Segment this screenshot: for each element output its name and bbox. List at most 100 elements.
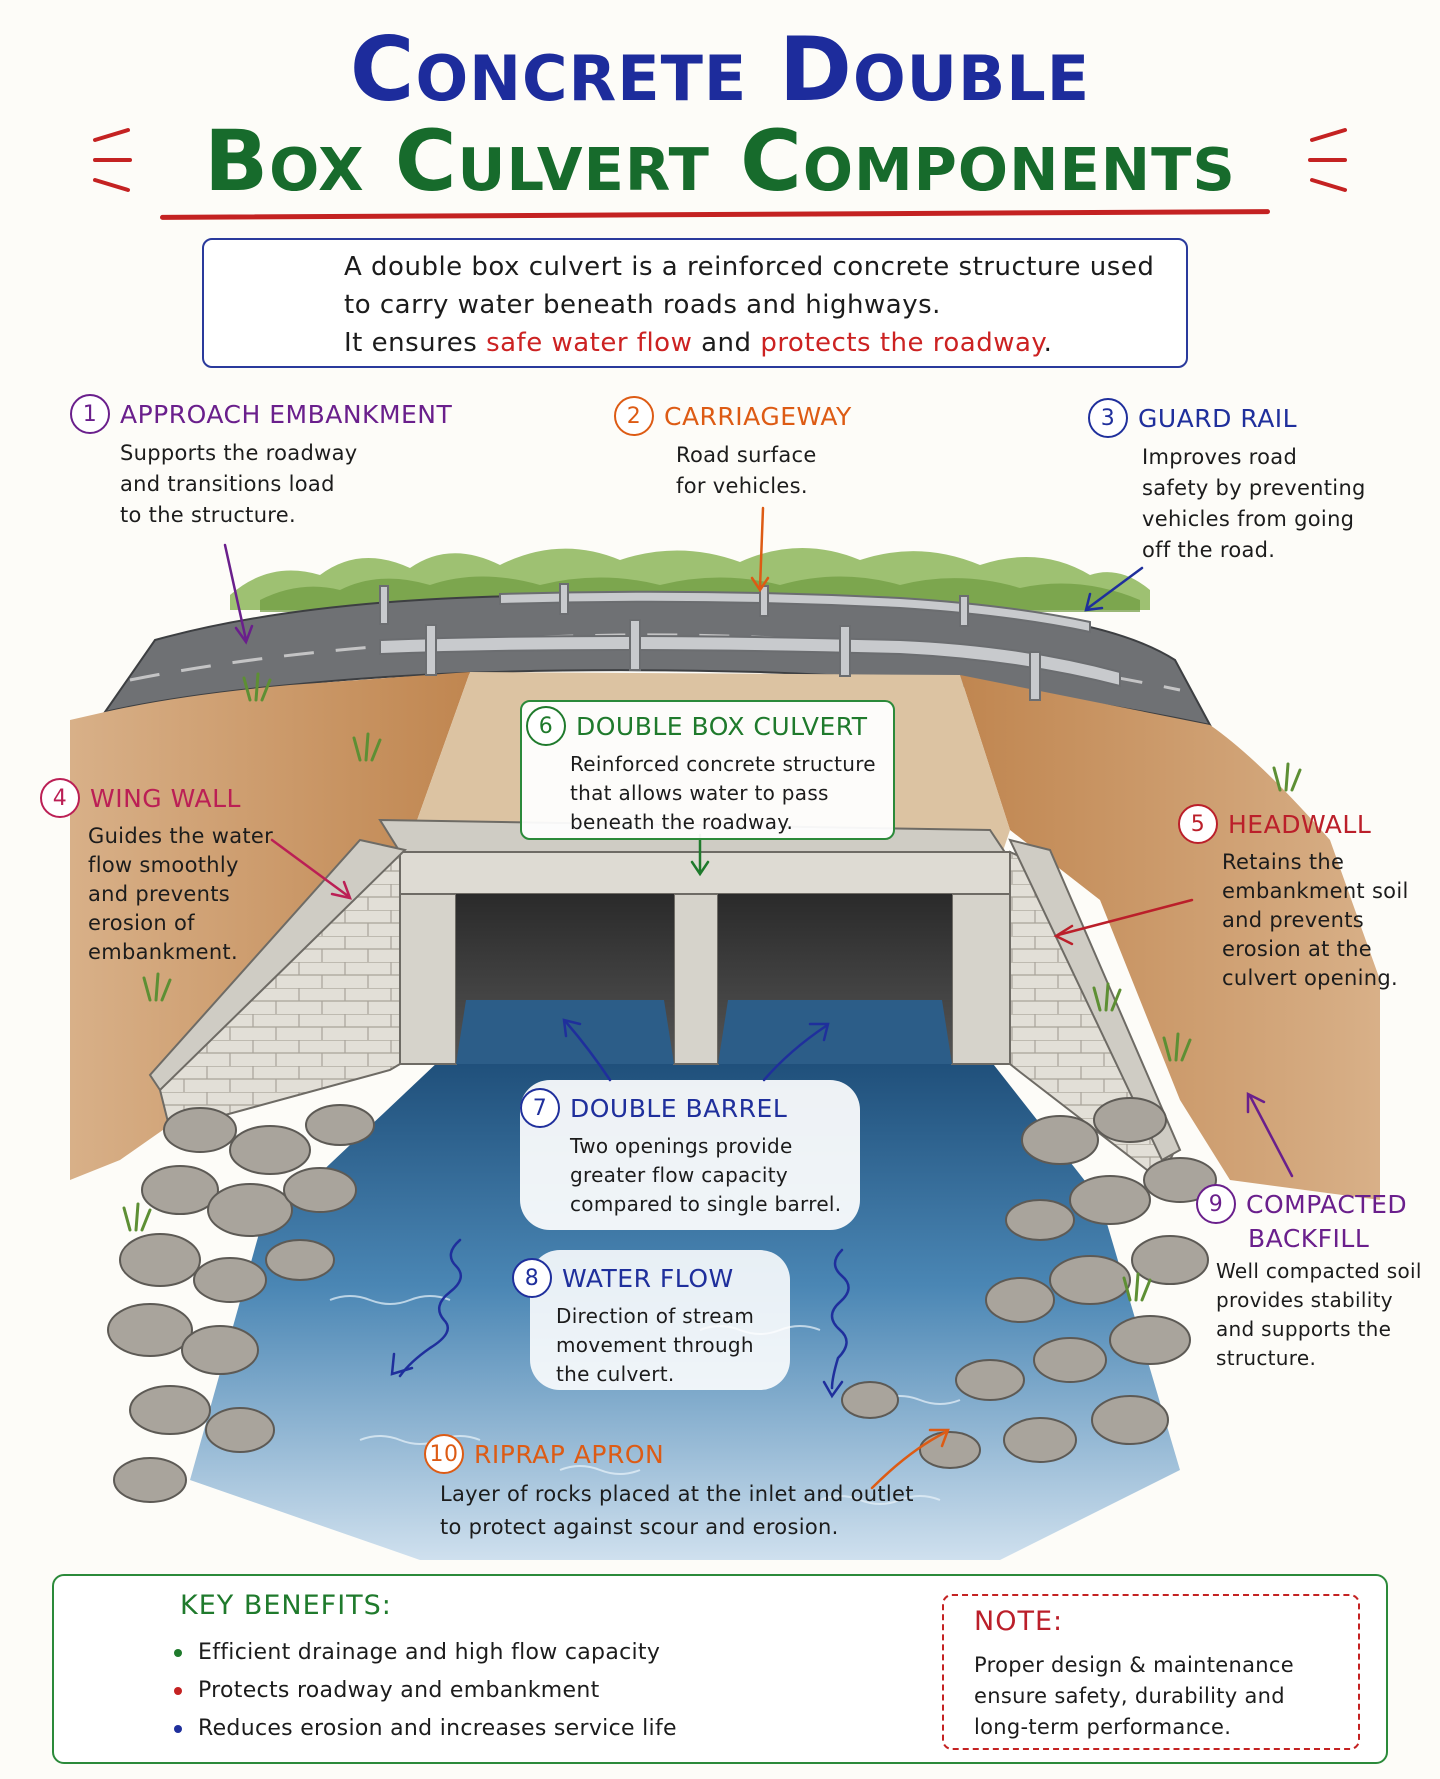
grass-tufts <box>122 672 1302 1302</box>
key-benefits-panel: KEY BENEFITS: Efficient drainage and hig… <box>52 1574 1388 1764</box>
callout-double-box-culvert <box>520 700 895 840</box>
intro-line3-suffix: . <box>1043 328 1053 358</box>
label-water-flow: 8 WATER FLOW Direction of stream movement… <box>512 1258 754 1389</box>
label-desc-line: Layer of rocks placed at the inlet and o… <box>440 1482 914 1506</box>
page-title-line1: Concrete Double <box>349 18 1091 121</box>
note-line: Proper design & maintenance <box>974 1653 1294 1677</box>
label-desc-line: Reinforced concrete structure <box>570 752 876 776</box>
label-desc-line: Well compacted soil <box>1216 1259 1422 1283</box>
label-desc-line: the culvert. <box>556 1362 675 1386</box>
arrow-carriageway <box>758 506 765 590</box>
label-desc-line: to the structure. <box>120 503 296 527</box>
label-title: HEADWALL <box>1228 809 1372 839</box>
label-desc-line: and supports the <box>1216 1317 1392 1341</box>
benefit-text: Efficient drainage and high flow capacit… <box>198 1640 661 1665</box>
label-desc-line: Direction of stream <box>556 1304 755 1328</box>
label-desc-line: flow smoothly <box>88 853 239 877</box>
arrow-riprap-apron <box>870 1430 948 1490</box>
label-title: COMPACTED <box>1246 1189 1408 1219</box>
label-wing-wall: 4 WING WALL Guides the water flow smoothl… <box>40 778 273 967</box>
intro-highlight-protects-roadway: protects the roadway <box>760 328 1044 358</box>
intro-line-3: It ensures safe water flow and protects … <box>344 324 1174 362</box>
label-title: DOUBLE BARREL <box>570 1093 788 1123</box>
label-desc-line: safety by preventing <box>1142 476 1366 500</box>
label-desc-line: and prevents <box>1222 908 1365 932</box>
label-desc-line: that allows water to pass <box>570 781 829 805</box>
page-title-line2: Box Culvert Components <box>204 112 1236 210</box>
label-double-barrel: 7 DOUBLE BARREL Two openings provide grea… <box>520 1088 841 1219</box>
label-headwall: 5 HEADWALL Retains the embankment soil an… <box>1178 804 1409 993</box>
label-title-line2: BACKFILL <box>1248 1224 1370 1253</box>
label-title: CARRIAGEWAY <box>664 401 852 431</box>
arrow-guard-rail <box>1086 566 1144 610</box>
label-desc-line: and prevents <box>88 882 231 906</box>
label-desc-line: structure. <box>1216 1346 1317 1370</box>
benefits-title: KEY BENEFITS: <box>180 1590 392 1621</box>
intro-line-1: A double box culvert is a reinforced con… <box>344 252 1155 282</box>
note-text: Proper design & maintenance ensure safet… <box>974 1650 1294 1743</box>
number-badge: 8 <box>512 1258 552 1298</box>
right-embankment <box>960 675 1380 1200</box>
title-accent-marks <box>93 128 1347 192</box>
list-item: Efficient drainage and high flow capacit… <box>174 1634 677 1672</box>
bullet-dot <box>174 1687 182 1695</box>
label-desc-line: erosion of <box>88 911 195 935</box>
number-badge: 3 <box>1088 398 1128 438</box>
label-desc-line: vehicles from going <box>1142 507 1355 531</box>
label-desc-line: Guides the water <box>88 824 274 848</box>
label-desc-line: for vehicles. <box>676 474 808 498</box>
number-badge: 5 <box>1178 804 1218 844</box>
arrow-water-flow-right <box>830 1248 850 1390</box>
bullet-dot <box>174 1649 182 1657</box>
number-badge: 7 <box>520 1088 560 1128</box>
intro-line3-prefix: It ensures <box>344 328 487 358</box>
label-double-box-culvert: 6 DOUBLE BOX CULVERT Reinforced concrete … <box>526 706 876 837</box>
number-badge: 1 <box>70 394 110 434</box>
number-badge: 2 <box>614 396 654 436</box>
label-desc-line: Road surface <box>676 443 817 467</box>
arrow-double-barrel-right <box>762 1024 828 1082</box>
arrow-headwall <box>1056 898 1194 937</box>
label-title: WING WALL <box>90 783 241 813</box>
bullet-dot <box>174 1725 182 1733</box>
label-title: DOUBLE BOX CULVERT <box>576 711 868 741</box>
label-desc-line: erosion at the <box>1222 937 1372 961</box>
label-carriageway: 2 CARRIAGEWAY Road surface for vehicles. <box>614 396 852 502</box>
label-desc-line: embankment. <box>88 940 238 964</box>
intro-line-2: to carry water beneath roads and highway… <box>344 290 941 320</box>
label-desc-line: off the road. <box>1142 538 1276 562</box>
guard-rail-graphic <box>379 583 1121 701</box>
arrow-compacted-backfill <box>1248 1094 1294 1178</box>
label-desc-line: culvert opening. <box>1222 966 1398 990</box>
label-desc-line: provides stability <box>1216 1288 1393 1312</box>
label-desc-line: and transitions load <box>120 472 335 496</box>
label-desc-line: greater flow capacity <box>570 1163 789 1187</box>
label-desc-line: Retains the <box>1222 850 1345 874</box>
riprap-rocks <box>107 1097 1217 1503</box>
label-desc-line: movement through <box>556 1333 754 1357</box>
number-badge: 9 <box>1196 1184 1236 1224</box>
arrow-wing-wall <box>270 838 350 898</box>
label-title: WATER FLOW <box>562 1263 734 1293</box>
label-riprap-apron: 10 RIPRAP APRON Layer of rocks placed at … <box>424 1434 914 1544</box>
label-title: RIPRAP APRON <box>474 1439 665 1469</box>
label-title: GUARD RAIL <box>1138 403 1298 433</box>
number-badge: 10 <box>424 1434 464 1474</box>
label-desc-line: Two openings provide <box>570 1134 793 1158</box>
note-box: NOTE: Proper design & maintenance ensure… <box>942 1594 1360 1750</box>
arrow-approach-embankment <box>223 543 248 642</box>
number-badge: 4 <box>40 778 80 818</box>
list-item: Protects roadway and embankment <box>174 1672 677 1710</box>
label-desc-line: beneath the roadway. <box>570 810 794 834</box>
intro-line3-mid: and <box>692 328 761 358</box>
label-title: APPROACH EMBANKMENT <box>120 399 453 429</box>
intro-text: A double box culvert is a reinforced con… <box>344 248 1174 362</box>
number-badge: 6 <box>526 706 566 746</box>
culvert-structure <box>378 818 1012 1065</box>
benefit-text: Reduces erosion and increases service li… <box>198 1716 677 1741</box>
label-desc-line: embankment soil <box>1222 879 1409 903</box>
note-line: long-term performance. <box>974 1715 1232 1739</box>
